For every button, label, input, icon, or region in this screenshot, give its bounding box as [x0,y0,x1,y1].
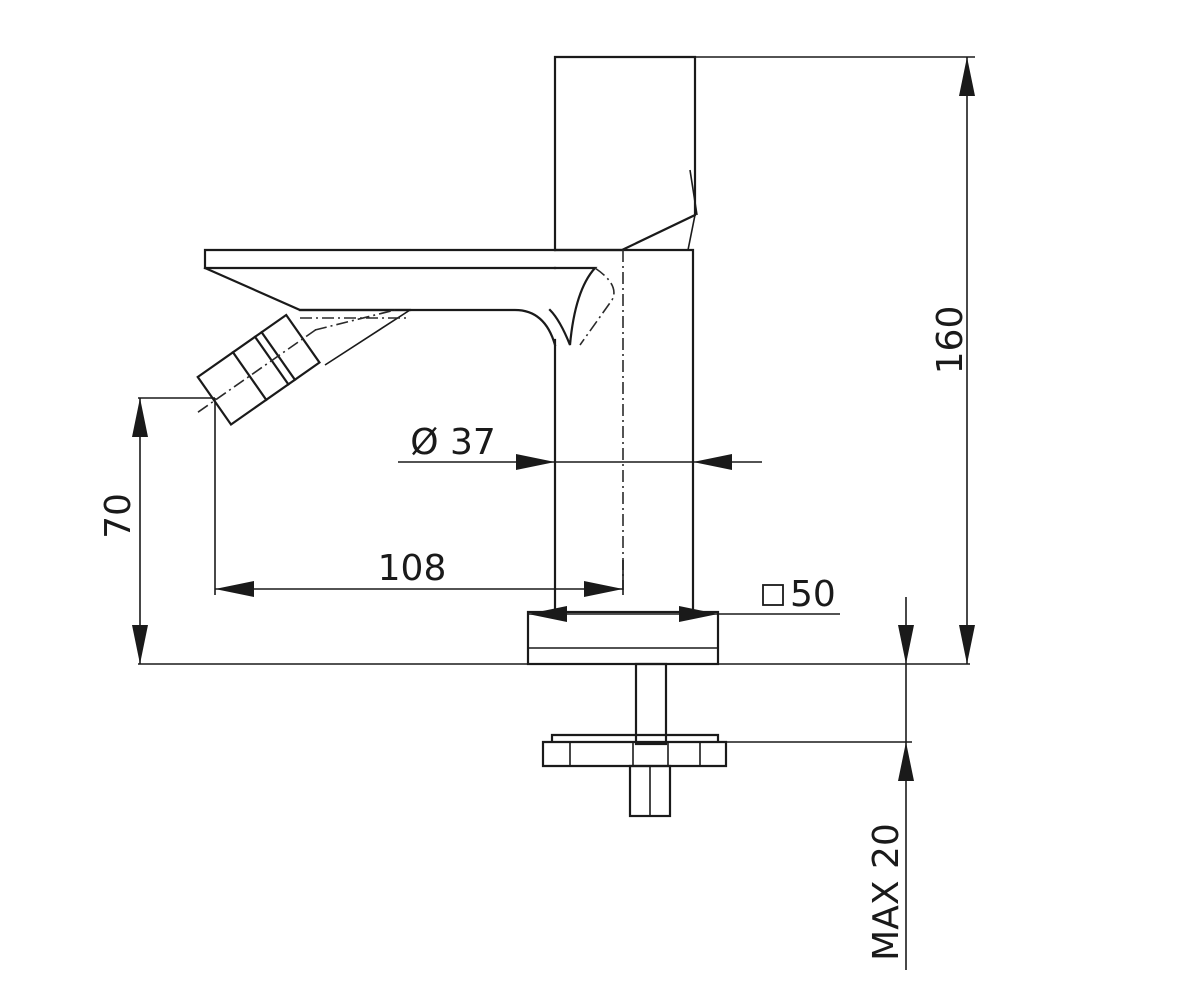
label-max-thickness: MAX 20 [866,823,907,961]
dimension-labels: 160 70 108 Ø 37 50 MAX 20 [98,306,971,961]
diameter-arrow-right [693,454,732,470]
spout-hidden-channel [300,267,615,346]
spout-taper [324,309,411,366]
spout-top-plate [203,248,557,270]
reach-arrow-left [215,581,254,597]
label-spout-reach: 108 [378,548,447,589]
square-arrow-right [679,606,718,622]
label-base-square: 50 [790,574,836,615]
nozzle-ring-3 [231,350,268,402]
handle-cartridge-edge [687,214,696,251]
handle-lever [553,55,697,252]
dimension-lines [132,56,975,970]
mounting-stud [634,662,668,746]
label-spout-height: 70 [98,493,139,539]
body-column [553,248,695,614]
label-body-diameter: Ø 37 [410,422,496,463]
nozzle-axis [197,328,318,413]
spout-sweep [548,266,598,346]
max-arrow-bottom [898,742,914,781]
square-symbol-icon [762,584,784,606]
diameter-arrow-left [516,454,555,470]
spout-height-arrow-top [132,398,148,437]
height-arrow-top [959,57,975,96]
aerator-nozzle [196,313,322,427]
handle-chamfer [689,169,698,216]
square-arrow-left [528,606,567,622]
reach-arrow-right [584,581,623,597]
mounting-washer [541,733,728,768]
height-arrow-bottom [959,625,975,664]
spout-underside [203,266,557,347]
spout-height-arrow-bottom [132,625,148,664]
max-arrow-top [898,625,914,664]
label-height-total: 160 [930,306,971,375]
